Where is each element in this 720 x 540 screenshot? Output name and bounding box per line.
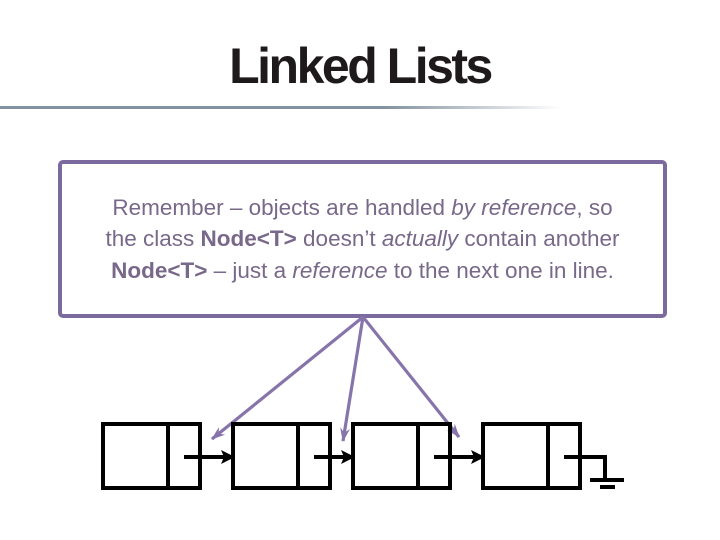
callout-text-segment: doesn’t [296,226,382,252]
annotation-arrow-2 [340,316,365,442]
annotation-arrow-3 [361,316,461,438]
callout-text-segment: contain another [458,226,620,252]
callout-text-segment: Node<T> [200,226,297,252]
callout-text-segment: actually [381,226,459,252]
callout-text-segment: the class [105,226,201,252]
title-underline [0,106,562,109]
callout-box: Remember – objects are handled by refere… [58,160,667,318]
annotation-arrows-group [210,315,461,442]
callout-text-segment: Node<T> [111,257,208,283]
callout-text-segment: by reference [451,194,577,220]
callout-text-segment: – just a [207,257,293,283]
slide-title: Linked Lists [229,38,493,94]
callout-text-segment: reference [292,257,388,283]
callout-line: Remember – objects are handled by refere… [62,192,663,224]
links-group [184,450,624,489]
callout-line: Node<T> – just a reference to the next o… [62,255,663,287]
ground-icon [590,478,624,489]
callout-line: the class Node<T> doesn’t actually conta… [62,223,663,255]
callout-text-segment: , so [576,194,613,220]
annotation-arrow-1 [210,315,365,441]
callout-text-segment: Remember – objects are handled [112,194,452,220]
null-link [564,455,607,478]
callout-text-segment: to the next one in line. [387,257,614,283]
